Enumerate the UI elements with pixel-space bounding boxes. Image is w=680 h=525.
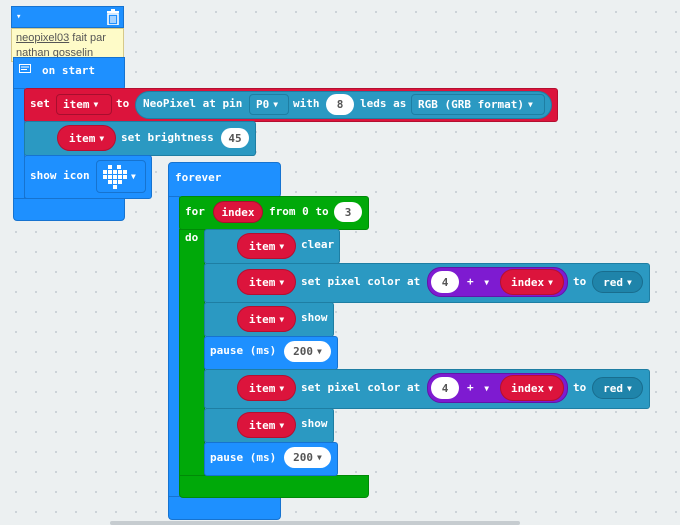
chevron-down-icon: ▼ — [484, 278, 490, 287]
for-loop-footer[interactable] — [179, 475, 369, 498]
do-label: do — [185, 231, 199, 244]
chevron-down-icon: ▼ — [279, 241, 285, 251]
chevron-down-icon: ▼ — [131, 172, 136, 181]
leds-as-label: leds as — [360, 97, 407, 110]
heart-icon — [103, 165, 127, 189]
trash-icon[interactable] — [106, 9, 120, 25]
led-count-field[interactable]: 8 — [326, 94, 354, 115]
chevron-down-icon: ▼ — [273, 100, 279, 109]
pin-value: P0 — [256, 98, 270, 111]
set-variable-dropdown[interactable]: item▼ — [56, 94, 112, 115]
clear-label: clear — [301, 238, 335, 251]
pixel2-item-dropdown[interactable]: item▼ — [237, 375, 296, 401]
pixel2-index-dropdown[interactable]: index▼ — [500, 375, 564, 401]
for-loop-spine[interactable] — [179, 229, 205, 476]
pause2-value-dropdown[interactable]: 200▼ — [284, 447, 331, 468]
chevron-down-icon: ▼ — [548, 383, 553, 393]
pause1-label: pause (ms) — [210, 344, 277, 357]
format-dropdown[interactable]: RGB (GRB format)▼ — [411, 94, 545, 115]
pixel1-item-dropdown[interactable]: item▼ — [237, 269, 296, 295]
pixel1-color-name: red — [603, 275, 624, 289]
chevron-down-icon: ▼ — [93, 100, 99, 109]
chevron-down-icon: ▼ — [317, 347, 322, 356]
set-variable-name: item — [63, 98, 90, 111]
chevron-down-icon: ▼ — [317, 453, 322, 462]
pixel2-number-field[interactable]: 4 — [431, 377, 459, 399]
pixel1-index-dropdown[interactable]: index▼ — [500, 269, 564, 295]
pixel1-index-name: index — [511, 275, 545, 289]
pixel1-to-label: to — [573, 275, 587, 288]
comment-body[interactable]: neopixel03 fait par nathan gosselin — [11, 28, 124, 62]
comment-word-3: nathan — [16, 47, 50, 59]
comment-icon[interactable] — [19, 64, 31, 75]
brightness-item-dropdown[interactable]: item▼ — [57, 125, 116, 151]
chevron-down-icon: ▼ — [627, 383, 632, 393]
show2-item-name: item — [248, 418, 276, 432]
show1-item-dropdown[interactable]: item▼ — [237, 306, 296, 332]
chevron-down-icon: ▼ — [627, 277, 632, 287]
show2-item-dropdown[interactable]: item▼ — [237, 412, 296, 438]
forever-label: forever — [175, 171, 222, 184]
comment-word-1: neopixel03 — [16, 32, 70, 44]
show2-label: show — [301, 417, 328, 430]
pause2-value: 200 — [293, 451, 314, 464]
pixel2-op-symbol: + — [467, 381, 474, 394]
clear-item-dropdown[interactable]: item▼ — [237, 233, 296, 259]
loop-end-field[interactable]: 3 — [334, 202, 362, 222]
pixel2-operator[interactable]: + ▼ — [467, 381, 489, 396]
chevron-down-icon: ▼ — [527, 100, 533, 109]
show1-label: show — [301, 311, 328, 324]
with-label: with — [293, 97, 320, 110]
chevron-down-icon: ▼ — [279, 383, 285, 393]
forever-footer[interactable] — [168, 496, 281, 520]
from-to-label: from 0 to — [269, 205, 329, 218]
brightness-value-field[interactable]: 45 — [221, 128, 249, 148]
on-start-label: on start — [42, 64, 95, 77]
chevron-down-icon: ▼ — [484, 384, 490, 393]
pause2-label: pause (ms) — [210, 451, 277, 464]
chevron-down-icon: ▼ — [548, 277, 553, 287]
chevron-down-icon: ▼ — [279, 277, 285, 287]
comment-word-2: fait par — [69, 32, 106, 44]
loop-variable-name: index — [221, 205, 255, 219]
pixel1-number-field[interactable]: 4 — [431, 271, 459, 293]
pixel2-index-name: index — [511, 381, 545, 395]
on-start-footer[interactable] — [13, 198, 125, 221]
comment-header[interactable]: ▾ — [11, 6, 124, 28]
pin-dropdown[interactable]: P0▼ — [249, 94, 289, 115]
horizontal-scrollbar[interactable] — [110, 521, 520, 525]
pixel2-item-name: item — [248, 381, 276, 395]
to-label: to — [116, 97, 130, 110]
comment-collapse-icon[interactable]: ▾ — [16, 12, 22, 22]
pixel1-operator[interactable]: + ▼ — [467, 275, 489, 290]
pixel1-item-name: item — [248, 275, 276, 289]
pixel2-color-name: red — [603, 381, 624, 395]
forever-hat[interactable] — [168, 162, 281, 198]
show-icon-label: show icon — [30, 169, 90, 182]
clear-item-name: item — [248, 239, 276, 253]
comment-word-4: gosselin — [52, 47, 94, 59]
pixel1-op-symbol: + — [467, 275, 474, 288]
pixel2-to-label: to — [573, 381, 587, 394]
pixel2-color-dropdown[interactable]: red▼ — [592, 377, 643, 399]
pause1-value-dropdown[interactable]: 200▼ — [284, 341, 331, 362]
brightness-item-name: item — [68, 131, 96, 145]
for-label: for — [185, 205, 205, 218]
chevron-down-icon: ▼ — [99, 133, 105, 143]
set-brightness-label: set brightness — [121, 131, 214, 144]
show1-item-name: item — [248, 312, 276, 326]
pause1-value: 200 — [293, 345, 314, 358]
pixel1-label: set pixel color at — [301, 275, 421, 288]
chevron-down-icon: ▼ — [279, 314, 285, 324]
set-label: set — [30, 97, 50, 110]
format-value: RGB (GRB format) — [418, 98, 524, 111]
on-start-hat[interactable] — [13, 57, 125, 91]
chevron-down-icon: ▼ — [279, 420, 285, 430]
loop-variable-dropdown[interactable]: index — [213, 201, 263, 223]
icon-dropdown[interactable]: ▼ — [96, 160, 146, 193]
pixel2-label: set pixel color at — [301, 381, 421, 394]
neopixel-label: NeoPixel at pin — [143, 97, 243, 110]
pixel1-color-dropdown[interactable]: red▼ — [592, 271, 643, 293]
